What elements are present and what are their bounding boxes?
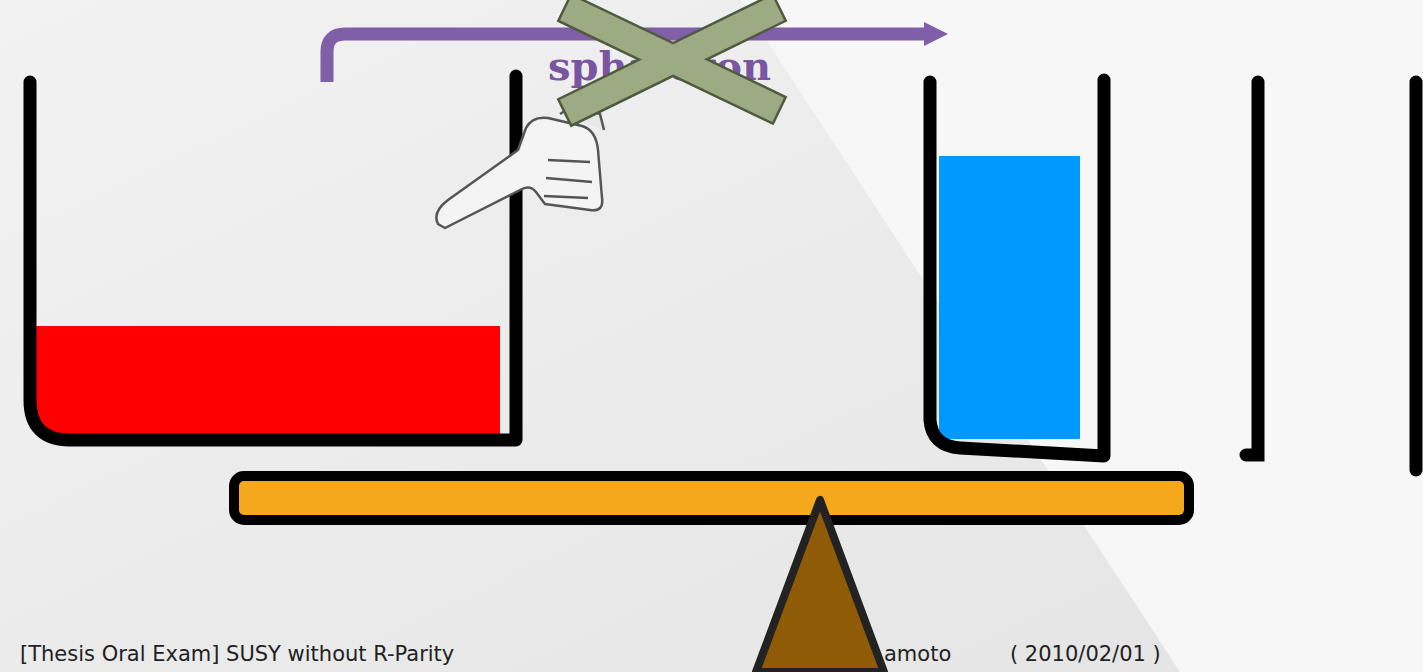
- wide-container: [30, 76, 516, 440]
- footer-text: [Thesis Oral Exam] SUSY without R-Parity: [20, 644, 454, 665]
- footer-author: amoto: [884, 644, 951, 665]
- background-stripe: [740, 0, 1423, 672]
- empty-container: [1246, 82, 1258, 455]
- red-liquid: [36, 326, 500, 434]
- footer-date: ( 2010/02/01 ): [1010, 644, 1161, 665]
- cross-mark: [578, 14, 766, 106]
- narrow-container: [930, 80, 1104, 456]
- balance-beam: [234, 476, 1189, 520]
- fulcrum: [756, 500, 884, 672]
- blue-liquid: [939, 156, 1080, 439]
- pointing-hand: [436, 104, 604, 228]
- empty-container-wall: [1410, 82, 1423, 470]
- process-label: sphaleron: [548, 46, 771, 86]
- arrow-head: [924, 22, 948, 46]
